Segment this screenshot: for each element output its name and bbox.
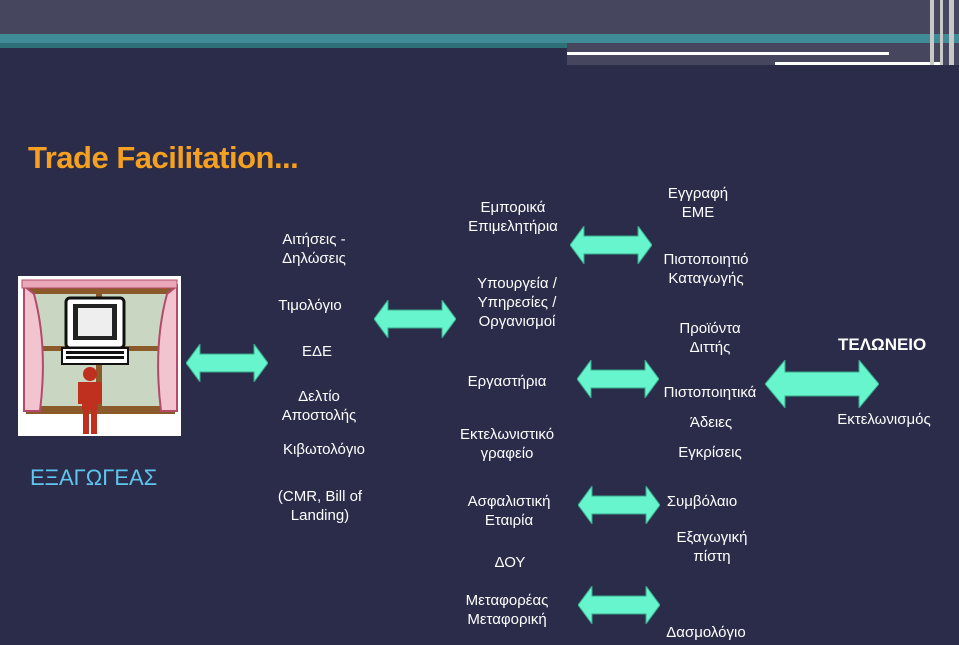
- output-contract: Συμβόλαιο: [654, 492, 750, 511]
- agency-tax-office: ΔΟΥ: [480, 553, 540, 572]
- header-line-1: [567, 52, 889, 55]
- header-bar-right-2: [940, 0, 943, 65]
- doc-packing-list: Κιβωτολόγιο: [268, 440, 380, 459]
- header-band: [0, 0, 959, 34]
- double-arrow-labs: [577, 360, 659, 398]
- double-arrow-insurance: [578, 486, 660, 524]
- doc-applications: Αιτήσεις -Δηλώσεις: [262, 230, 366, 268]
- double-arrow-documents-agencies: [374, 300, 456, 338]
- double-arrow-customs: [765, 360, 879, 408]
- header-stripe-dark: [0, 43, 567, 48]
- output-tariff: Δασμολόγιο: [650, 623, 762, 642]
- customs-title: ΤΕΛΩΝΕΙΟ: [838, 335, 926, 355]
- page-title: Trade Facilitation...: [28, 140, 298, 176]
- customs-clearance: Εκτελωνισμός: [826, 410, 942, 429]
- double-arrow-transport: [578, 586, 660, 624]
- header-bar-right-1: [930, 0, 934, 65]
- double-arrow-chambers: [570, 226, 652, 264]
- doc-invoice: Τιμολόγιο: [262, 296, 358, 315]
- header-bar-right-3: [949, 0, 954, 65]
- exporter-illustration: [18, 276, 181, 436]
- output-licenses: Άδειες: [674, 413, 748, 432]
- header-stripe: [0, 34, 959, 43]
- doc-ede: ΕΔΕ: [282, 342, 352, 361]
- exporter-label: ΕΞΑΓΩΓΕΑΣ: [30, 465, 157, 491]
- output-certificates: Πιστοποιητικά: [656, 383, 764, 402]
- double-arrow-exporter-documents: [186, 344, 268, 382]
- header-line-2: [775, 62, 941, 65]
- output-approvals: Εγκρίσεις: [666, 443, 754, 462]
- agency-ministries: Υπουργεία /Υπηρεσίες /Οργανισμοί: [460, 274, 574, 331]
- agency-labs: Εργαστήρια: [452, 372, 562, 391]
